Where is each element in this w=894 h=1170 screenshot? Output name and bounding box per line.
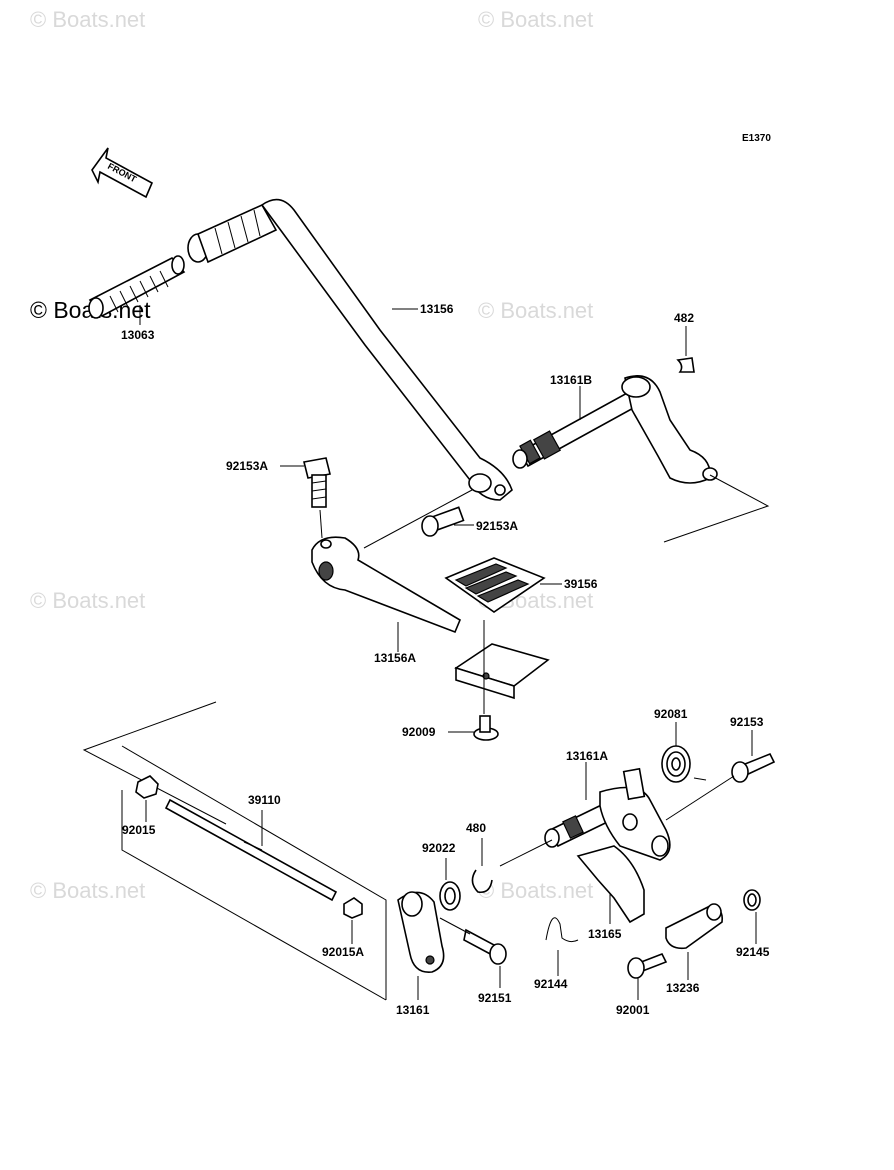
nut-92015 — [135, 775, 159, 799]
part-label: 39156 — [564, 577, 598, 591]
shift-pedal — [187, 198, 513, 501]
part-label: 92015A — [322, 945, 364, 959]
part-label: 13161A — [566, 749, 608, 763]
spring-92144 — [545, 917, 579, 943]
part-label: 92153A — [226, 459, 268, 473]
part-label: 39110 — [248, 793, 281, 807]
grip-rubber — [88, 255, 186, 319]
watermark: © Boats.net — [30, 878, 145, 903]
part-label: 92081 — [654, 707, 688, 721]
part-label: 13165 — [588, 927, 622, 941]
watermark: © Boats.net — [478, 298, 593, 323]
front-arrow-icon: FRONT — [91, 147, 154, 199]
part-label: 92001 — [616, 1003, 650, 1017]
spring-92145 — [743, 889, 761, 911]
part-label: 92145 — [736, 945, 770, 959]
part-label: 92153A — [476, 519, 518, 533]
part-label: 13063 — [121, 328, 155, 342]
part-label: 92153 — [730, 715, 764, 729]
bolt-92151 — [463, 928, 507, 965]
screw-92009 — [473, 715, 499, 741]
part-label: 480 — [466, 821, 486, 835]
part-label: 13156 — [420, 302, 454, 316]
bolt-92153a-upper — [303, 457, 331, 508]
part-label: 92022 — [422, 841, 456, 855]
shift-shaft-b — [512, 375, 718, 484]
bolt-92001 — [627, 952, 668, 979]
spring-92081 — [661, 745, 691, 783]
watermark: © Boats.net — [478, 7, 593, 32]
part-label: 482 — [674, 311, 694, 325]
diagram-code: E1370 — [742, 133, 771, 144]
part-label: 13236 — [666, 981, 700, 995]
tie-rod — [164, 798, 338, 902]
part-label: 92015 — [122, 823, 156, 837]
part-label: 92009 — [402, 725, 436, 739]
bolt-92153 — [731, 752, 776, 783]
bolt-92153a-lower — [421, 506, 465, 537]
circlip-480 — [471, 869, 493, 894]
pedal-pad — [444, 557, 546, 613]
watermark: © Boats.net — [30, 7, 145, 32]
watermark: © Boats.net — [478, 878, 593, 903]
part-label: 13161B — [550, 373, 592, 387]
part-label: 92144 — [534, 977, 568, 991]
brake-pedal — [311, 536, 550, 700]
shift-shaft-a — [544, 767, 671, 861]
clip-482 — [676, 357, 695, 373]
watermark: © Boats.net — [30, 588, 145, 613]
part-label: 92151 — [478, 991, 512, 1005]
plate-13165 — [576, 845, 645, 924]
part-label: 13161 — [396, 1003, 430, 1017]
part-label: 13156A — [374, 651, 416, 665]
nut-92015a — [343, 897, 363, 919]
shift-lever-13161 — [397, 891, 445, 973]
